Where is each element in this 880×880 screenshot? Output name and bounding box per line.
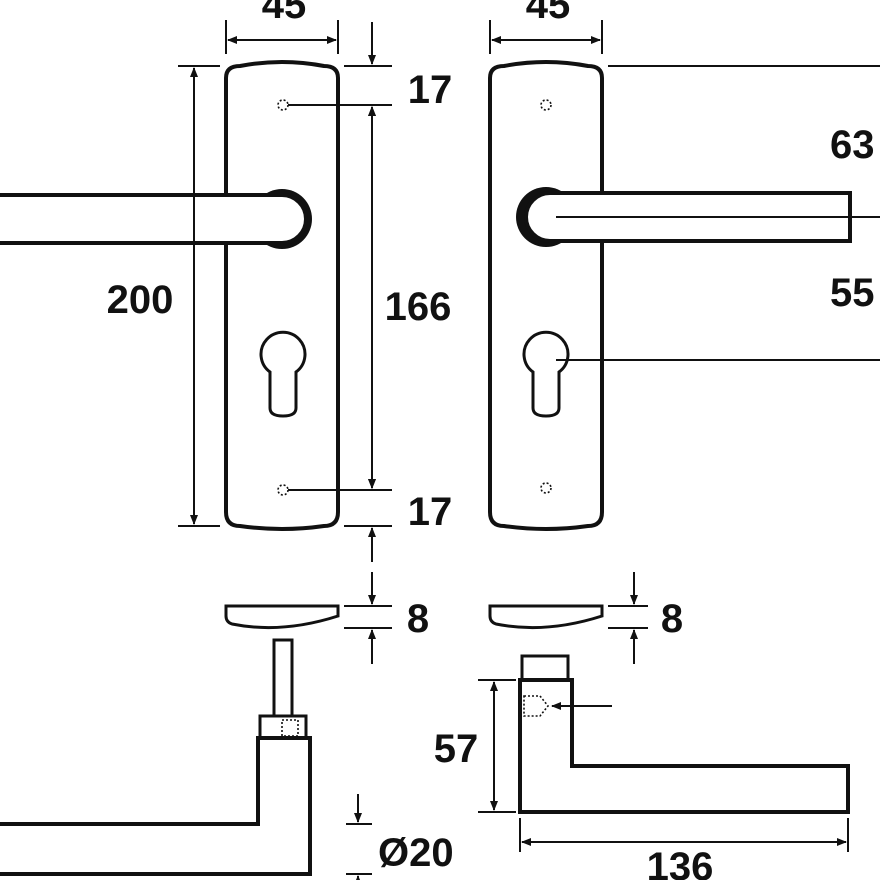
top-screw-hole-right <box>540 99 552 111</box>
bottom-screw-hole-right <box>540 482 552 494</box>
width-label-right: 45 <box>526 0 571 27</box>
plate-height-label: 200 <box>107 278 174 322</box>
width-label-left: 45 <box>262 0 307 27</box>
lever-center-label: 55 <box>830 271 875 315</box>
euro-cylinder-keyhole-right <box>522 330 570 418</box>
right-backplate-front-view <box>488 60 852 531</box>
dimension-width-right <box>489 20 603 54</box>
left-lever-side-view <box>0 638 312 876</box>
top-screw-offset-label: 17 <box>408 68 453 112</box>
dimension-lever-diameter <box>346 794 372 880</box>
plate-thickness-label-left: 8 <box>407 597 429 641</box>
euro-cylinder-keyhole-left <box>259 330 307 418</box>
bottom-screw-offset-label: 17 <box>408 490 453 534</box>
right-lever-side-view <box>518 654 850 814</box>
lever-handle-left <box>0 193 308 245</box>
screw-spacing-label: 166 <box>385 285 452 329</box>
lever-height-label: 63 <box>830 123 875 167</box>
lever-length-label: 136 <box>647 845 714 880</box>
lever-diameter-label: Ø20 <box>378 831 454 875</box>
dimension-width-left <box>225 20 339 54</box>
right-plate-side-view <box>488 572 648 664</box>
plate-thickness-label-right: 8 <box>661 597 683 641</box>
dimension-plate-height <box>178 65 220 527</box>
dimension-lever-length <box>519 818 849 852</box>
lever-projection-label: 57 <box>434 727 479 771</box>
dimension-chain-left-plate <box>288 22 392 562</box>
left-plate-side-view <box>224 572 392 664</box>
dimension-lever-projection <box>478 679 516 813</box>
left-backplate-front-view <box>0 60 340 531</box>
